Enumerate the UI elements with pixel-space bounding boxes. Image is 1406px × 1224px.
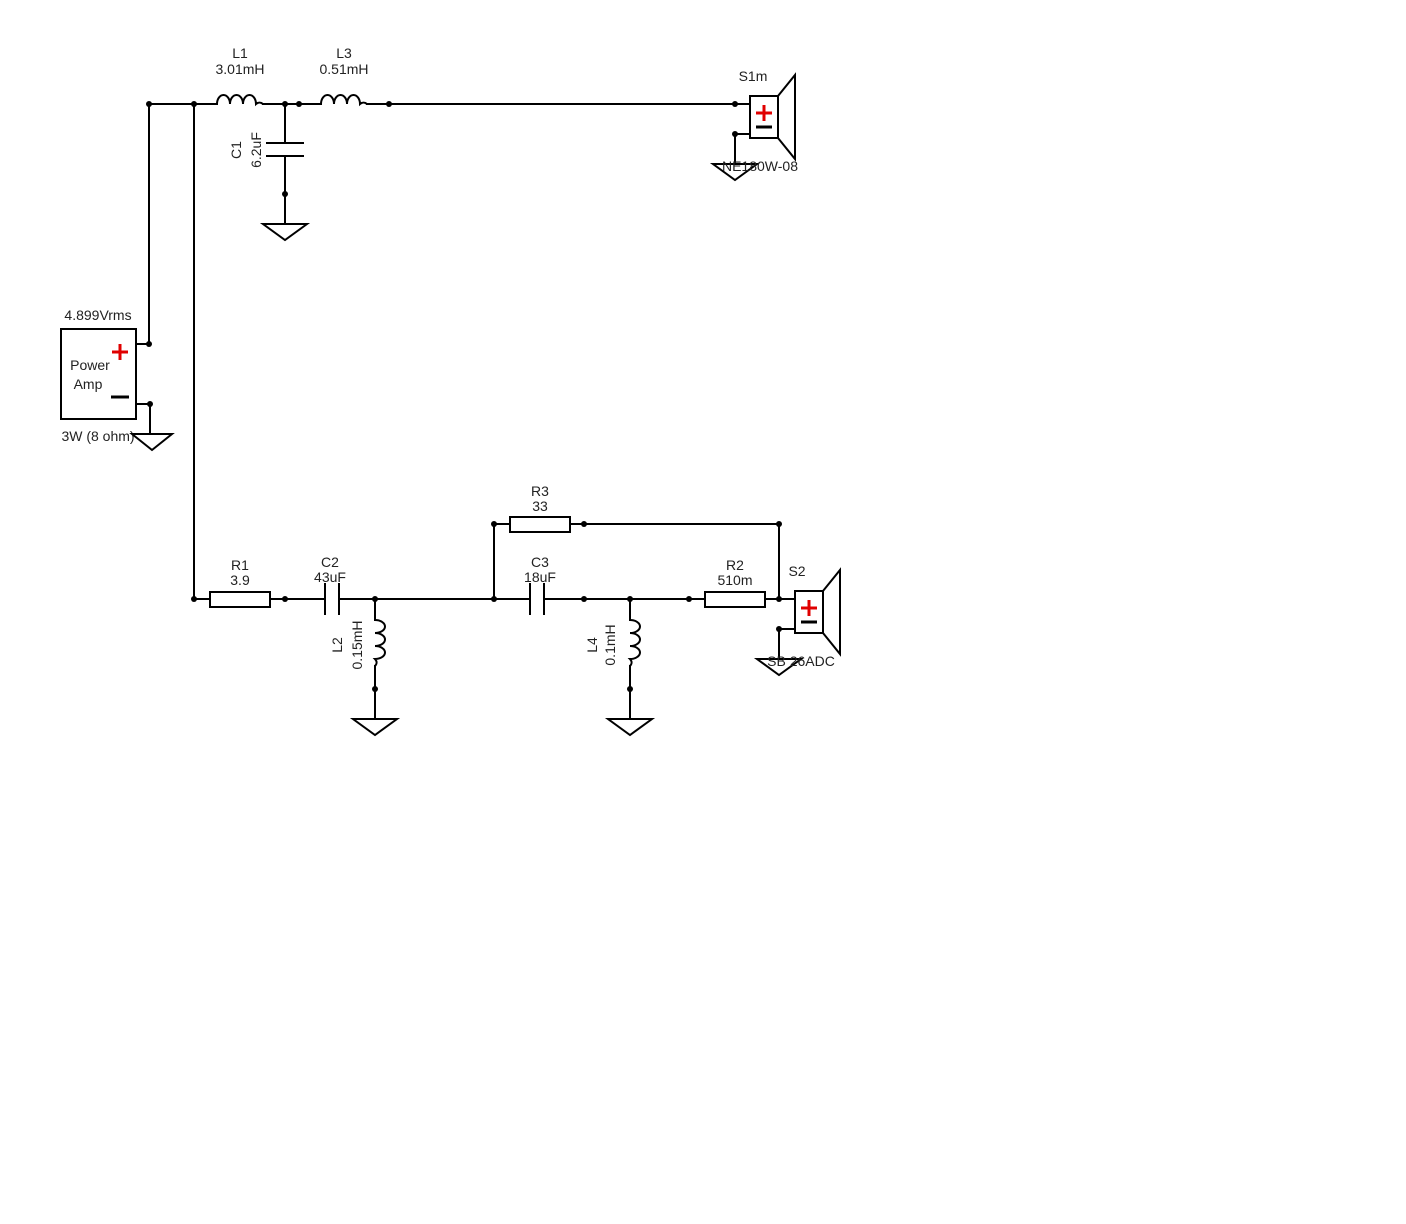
ground-icon <box>604 718 656 737</box>
l2-ref: L2 <box>329 637 345 653</box>
r3-value: 33 <box>532 498 548 514</box>
speaker-s2[interactable]: S2 SB 26ADC <box>767 563 841 669</box>
l4-value: 0.1mH <box>602 624 618 665</box>
c1-ref: C1 <box>228 141 244 159</box>
r2-value: 510m <box>717 572 752 588</box>
c2-ref: C2 <box>321 554 339 570</box>
inductor-l4[interactable]: L4 0.1mH <box>584 619 641 667</box>
inductor-l3[interactable]: L3 0.51mH <box>319 45 369 107</box>
inductor-l2[interactable]: L2 0.15mH <box>329 619 386 670</box>
s2-model: SB 26ADC <box>767 653 835 669</box>
l1-ref: L1 <box>232 45 248 61</box>
ground-icon <box>753 658 805 677</box>
r1-ref: R1 <box>231 557 249 573</box>
r1-value: 3.9 <box>230 572 250 588</box>
power-amp-label-line1: Power <box>70 357 110 373</box>
s1-ref: S1m <box>739 68 768 84</box>
ground-symbols <box>129 163 805 737</box>
amp-voltage-label: 4.899Vrms <box>64 307 131 323</box>
resistor-r2[interactable]: R2 510m <box>704 557 766 608</box>
power-amp[interactable]: Power Amp 4.899Vrms 3W (8 ohm) <box>60 307 137 444</box>
resistor-r1[interactable]: R1 3.9 <box>209 557 271 608</box>
capacitor-c2[interactable]: C2 43uF <box>314 554 346 615</box>
r3-ref: R3 <box>531 483 549 499</box>
c2-value: 43uF <box>314 569 346 585</box>
l4-ref: L4 <box>584 637 600 653</box>
ground-icon <box>129 433 175 452</box>
r2-ref: R2 <box>726 557 744 573</box>
l3-ref: L3 <box>336 45 352 61</box>
c3-ref: C3 <box>531 554 549 570</box>
l1-value: 3.01mH <box>215 61 264 77</box>
c3-value: 18uF <box>524 569 556 585</box>
inductor-l1[interactable]: L1 3.01mH <box>215 45 265 107</box>
c1-value: 6.2uF <box>248 132 264 168</box>
capacitor-c1[interactable]: C1 6.2uF <box>228 132 304 168</box>
l3-value: 0.51mH <box>319 61 368 77</box>
wires <box>135 103 796 720</box>
resistor-r3[interactable]: R3 33 <box>509 483 571 533</box>
speaker-s1[interactable]: S1m NE180W-08 <box>722 68 798 174</box>
ground-icon <box>709 163 761 182</box>
s2-ref: S2 <box>788 563 805 579</box>
capacitor-c3[interactable]: C3 18uF <box>524 554 556 615</box>
ground-icon <box>259 223 311 242</box>
junction-dots <box>146 101 782 692</box>
power-amp-label-line2: Amp <box>74 376 103 392</box>
amp-power-label: 3W (8 ohm) <box>61 428 134 444</box>
s1-model: NE180W-08 <box>722 158 798 174</box>
ground-icon <box>349 718 401 737</box>
l2-value: 0.15mH <box>349 620 365 669</box>
